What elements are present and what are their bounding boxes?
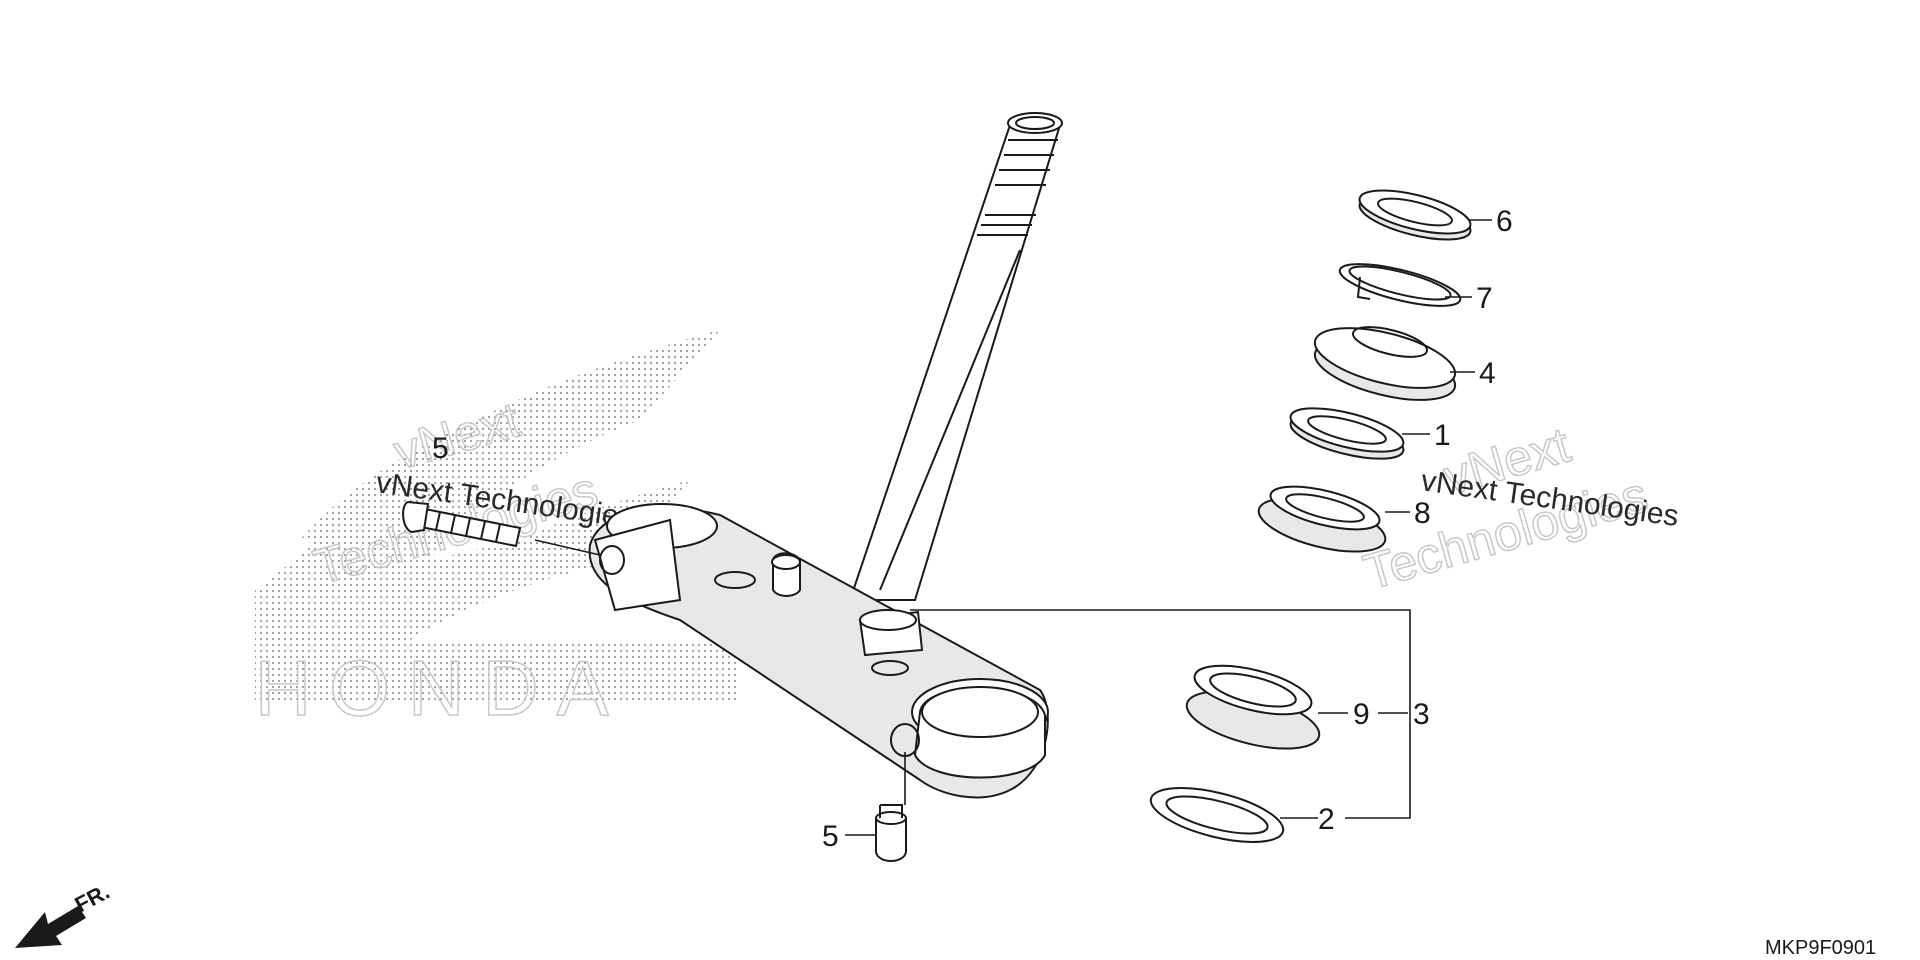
brand-text: HONDA (255, 644, 627, 732)
callout-4: 4 (1479, 357, 1496, 390)
callout-1: 1 (1434, 419, 1451, 452)
steering-stem (848, 112, 1063, 601)
brand-watermark: HONDA (254, 330, 740, 733)
callout-5-bottom: 5 (822, 820, 839, 853)
callout-labels: 6 7 4 1 8 9 3 2 5 5 (432, 205, 1513, 853)
callout-7: 7 (1476, 282, 1493, 315)
front-direction-arrow-icon (15, 906, 86, 948)
callout-5-side: 5 (432, 432, 449, 465)
front-direction-indicator: FR. (15, 879, 114, 948)
lock-nut-6 (1358, 189, 1472, 241)
dust-seal-2 (1149, 787, 1285, 843)
wing-upper-band (300, 345, 700, 545)
upper-bearing-8 (1257, 485, 1387, 553)
callout-9: 9 (1353, 698, 1370, 731)
leader-lines (534, 219, 1492, 836)
dust-seal-1 (1289, 407, 1405, 460)
callout-6: 6 (1496, 205, 1513, 238)
lock-washer-7 (1338, 263, 1462, 307)
company-watermark-right: vNext Technologies vNext Technologies (1357, 416, 1681, 602)
pinch-bolt-bottom (875, 804, 907, 862)
adjusting-nut-4 (1313, 326, 1457, 401)
pinch-bolt-side (402, 500, 522, 548)
lower-bearing-9 (1185, 664, 1321, 750)
callout-3: 3 (1413, 698, 1430, 731)
diagram-reference-code: MKP9F0901 (1765, 937, 1876, 959)
lower-triple-clamp (588, 503, 1049, 799)
wing-logo-icon (255, 330, 740, 700)
callout-2: 2 (1318, 803, 1335, 836)
callout-8: 8 (1414, 497, 1431, 530)
